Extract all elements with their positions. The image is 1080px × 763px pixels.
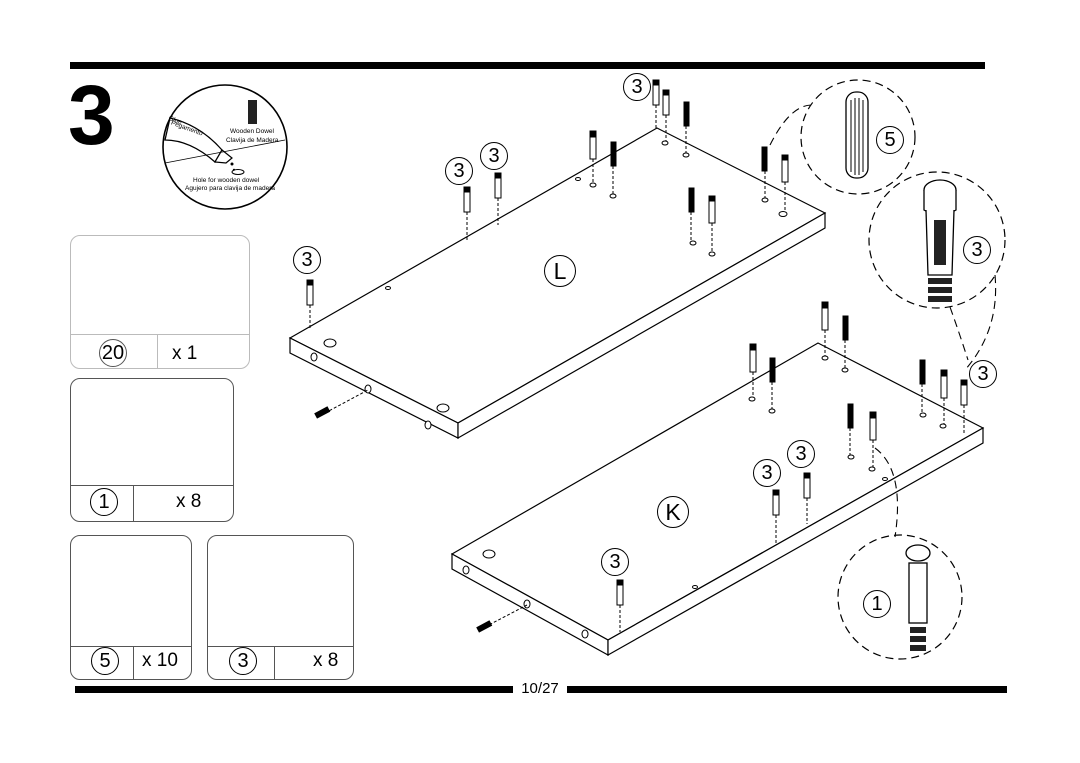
callout-3: 3 xyxy=(601,548,629,576)
callout-3: 3 xyxy=(969,360,997,388)
part-qty-20: x 1 xyxy=(172,343,198,364)
step-number: 3 xyxy=(68,68,115,162)
part-panel-20 xyxy=(70,235,250,369)
callout-1-detail: 1 xyxy=(863,590,891,618)
dowel-label-2: Clavija de Madera xyxy=(226,137,279,144)
part-id-20: 20 xyxy=(99,339,127,367)
board-k-holes xyxy=(462,355,947,639)
glue-hint-circle xyxy=(162,84,288,210)
callout-3: 3 xyxy=(753,459,781,487)
board-l-fittings xyxy=(306,79,789,419)
dowel-label-1: Wooden Dowel xyxy=(230,128,274,135)
part-panel-5 xyxy=(70,535,192,680)
board-label-k: K xyxy=(657,496,689,528)
board-l-holes xyxy=(310,140,788,430)
board-label-l: L xyxy=(544,255,576,287)
part-id-5: 5 xyxy=(91,647,119,675)
cam-bolt-detail-icon xyxy=(905,544,931,651)
callout-3: 3 xyxy=(787,440,815,468)
callout-3: 3 xyxy=(293,246,321,274)
part-qty-3: x 8 xyxy=(313,650,339,671)
callout-3: 3 xyxy=(445,157,473,185)
cam-dowel-detail-icon xyxy=(923,179,957,302)
glue-bottle-icon xyxy=(164,117,236,172)
detail-dowel-circle xyxy=(769,79,916,195)
detail-bolt-circle xyxy=(837,447,963,660)
callout-5-detail: 5 xyxy=(876,126,904,154)
top-rule xyxy=(70,62,985,69)
bottom-rule-left xyxy=(75,686,513,693)
wooden-dowel-detail-icon xyxy=(845,91,869,179)
hole-label-2: Agujero para clavija de madera xyxy=(185,185,275,192)
board-k-fittings xyxy=(476,301,968,633)
part-qty-5: x 10 xyxy=(142,650,178,671)
part-id-3: 3 xyxy=(229,647,257,675)
page-number: 10/27 xyxy=(521,680,559,697)
callout-3: 3 xyxy=(480,142,508,170)
callout-3: 3 xyxy=(623,73,651,101)
detail-cam-circle xyxy=(868,171,1006,371)
hole-label-1: Hole for wooden dowel xyxy=(193,177,260,184)
callout-3-detail: 3 xyxy=(963,236,991,264)
wooden-dowel-icon xyxy=(248,100,257,124)
part-qty-1: x 8 xyxy=(176,491,202,512)
bottom-rule-right xyxy=(567,686,1007,693)
part-id-1: 1 xyxy=(90,488,118,516)
